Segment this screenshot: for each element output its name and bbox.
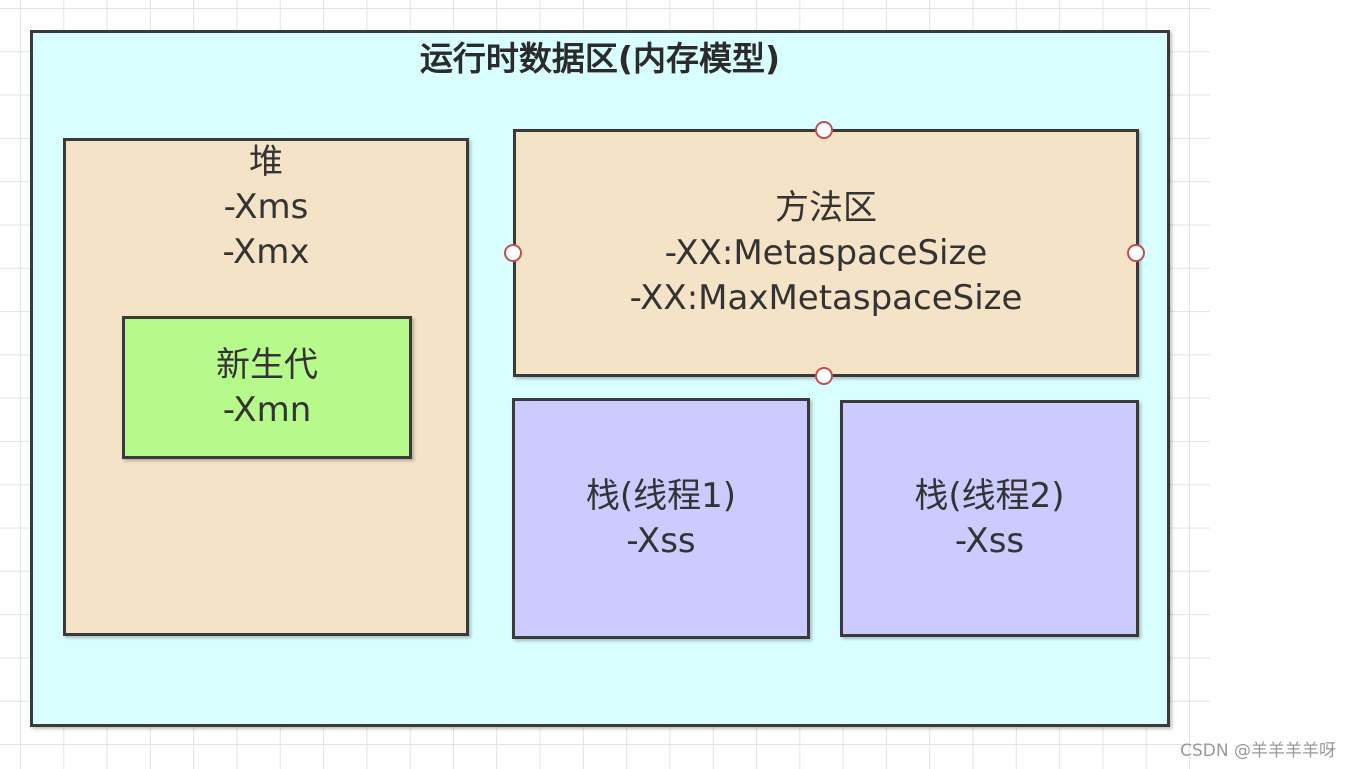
stack-thread1-box[interactable] (512, 398, 810, 639)
method-area-max-metaspace: -XX:MaxMetaspaceSize (629, 278, 1023, 318)
heap-xmx: -Xmx (222, 232, 310, 272)
heap-name: 堆 (249, 142, 283, 182)
method-area-label: 方法区 -XX:MetaspaceSize -XX:MaxMetaspaceSi… (513, 186, 1139, 321)
young-gen-box[interactable] (122, 316, 412, 459)
stack-thread1-label: 栈(线程1) -Xss (512, 474, 810, 564)
stack-thread2-label: 栈(线程2) -Xss (840, 474, 1139, 564)
method-area-metaspace: -XX:MetaspaceSize (664, 233, 988, 273)
stack-thread2-name: 栈(线程2) (914, 476, 1065, 516)
watermark-text: CSDN @羊羊羊羊呀 (1180, 741, 1336, 761)
stack-thread2-box[interactable] (840, 400, 1139, 637)
stack-thread2-xss: -Xss (954, 521, 1025, 561)
method-area-name: 方法区 (775, 188, 877, 228)
resize-handle-top[interactable] (815, 121, 833, 139)
resize-handle-left[interactable] (504, 244, 522, 262)
method-area-box[interactable] (513, 129, 1139, 377)
young-gen-xmn: -Xmn (222, 390, 312, 430)
heap-xms: -Xms (223, 187, 309, 227)
runtime-data-area-title: 运行时数据区(内存模型) (419, 39, 781, 78)
resize-handle-bottom[interactable] (815, 367, 833, 385)
heap-label: 堆 -Xms -Xmx (63, 140, 469, 275)
resize-handle-right[interactable] (1127, 244, 1145, 262)
stack-thread1-xss: -Xss (626, 521, 696, 561)
stack-thread1-name: 栈(线程1) (585, 476, 737, 516)
young-gen-label: 新生代 -Xmn (122, 343, 412, 433)
young-gen-name: 新生代 (216, 345, 318, 385)
